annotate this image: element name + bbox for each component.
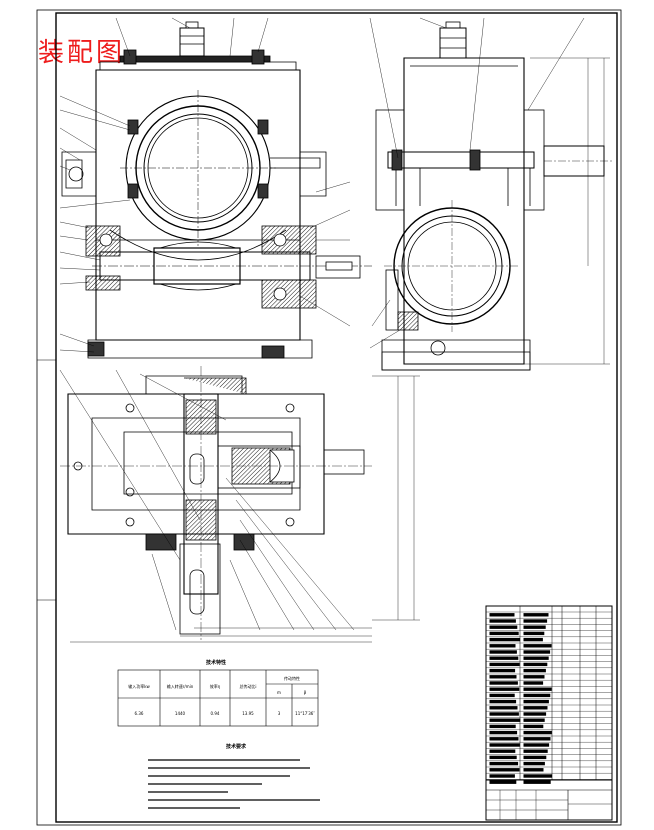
parts-list-row-text (523, 712, 547, 716)
tech-req-caption: 技术要求 (226, 743, 247, 750)
parts-list-row-text (523, 755, 547, 760)
parts-list-row-text (489, 693, 515, 698)
parts-list-row-text (523, 768, 544, 772)
parts-list-row-text (523, 681, 544, 685)
parts-list-row-text (489, 755, 517, 760)
top-view (59, 366, 420, 643)
parts-list-row-text (523, 619, 548, 623)
parts-list-row-text (489, 706, 518, 710)
parts-list-row-text (489, 743, 520, 747)
parts-list-row-text (489, 724, 516, 729)
parts-list-row-text (523, 687, 552, 691)
parts-list-row-text (523, 774, 553, 778)
spec-value-ratio: 13.95 (242, 711, 254, 716)
parts-list-row-text (523, 706, 548, 710)
parts-list-row-text (523, 730, 552, 735)
parts-list-row-text (489, 675, 517, 679)
parts-list-row-text (523, 718, 545, 722)
parts-list-row-text (489, 712, 519, 716)
parts-list-row-text (489, 780, 517, 784)
parts-list-rows (486, 611, 612, 784)
parts-list-row-text (489, 774, 515, 778)
parts-list-row-text (523, 650, 551, 654)
parts-list-row-text (489, 681, 518, 685)
parts-list-row-text (489, 650, 517, 654)
drawing-title: 装配图 (38, 38, 126, 68)
parts-list-row-text (489, 644, 516, 648)
parts-list-row-text (489, 749, 516, 753)
parts-list-row-text (489, 631, 519, 636)
spec-header-efficiency: 效率η (210, 683, 221, 689)
parts-list-row-text (489, 637, 521, 642)
spec-subheader-module: m (277, 690, 281, 695)
spec-value-module: 3 (278, 711, 281, 716)
parts-list-row-text (523, 625, 546, 629)
parts-list-row-text (523, 737, 551, 741)
parts-list-row-text (489, 737, 519, 741)
spec-table: 技术特性 输入功率kw 输入转速r/min 效率η 总传动比i 传动特性 m β… (117, 659, 319, 727)
parts-list-row-text (523, 724, 544, 729)
spec-subheader-helix: β (304, 690, 307, 695)
parts-list-row-text (489, 625, 518, 629)
parts-list-row-text (523, 656, 549, 660)
spec-value-power: 6.36 (135, 711, 144, 716)
parts-list-row-text (523, 693, 551, 698)
spec-header-speed: 输入转速r/min (167, 683, 194, 689)
parts-list-row-text (489, 730, 518, 735)
parts-list-row-text (489, 699, 517, 704)
parts-list-row-text (523, 644, 552, 648)
spec-value-efficiency: 0.94 (211, 711, 220, 716)
parts-list-row-text (489, 662, 520, 667)
spec-header-ratio: 总传动比i (239, 683, 256, 689)
front-view (59, 17, 372, 359)
parts-list-row-text (523, 699, 549, 704)
side-view (369, 17, 612, 371)
parts-list-row-text (489, 687, 520, 691)
parts-list-row-text (523, 749, 548, 753)
parts-list-row-text (523, 631, 545, 636)
technical-requirements: 技术要求 (148, 743, 320, 809)
parts-list-row-text (523, 613, 549, 617)
spec-value-speed: 1440 (175, 711, 186, 716)
parts-list-row-text (523, 761, 545, 766)
parts-list-row-text (523, 668, 546, 673)
spec-value-helix: 11°17′36″ (295, 711, 315, 716)
spec-header-power: 输入功率kw (128, 683, 150, 689)
parts-list-row-text (523, 662, 548, 667)
parts-list-row-text (489, 656, 519, 660)
parts-list-row-text (489, 613, 515, 617)
parts-list-row-text (523, 675, 545, 679)
parts-list-row-text (523, 637, 543, 642)
parts-list-row-text (489, 768, 520, 772)
parts-list-row-text (489, 761, 519, 766)
tech-req-lines (148, 759, 320, 809)
parts-list-row-text (523, 743, 550, 747)
spec-table-caption: 技术特性 (206, 659, 226, 666)
parts-list-row-text (489, 619, 516, 623)
parts-list-row-text (489, 668, 516, 673)
parts-list-row-text (489, 718, 521, 722)
parts-list-title-block (485, 605, 613, 821)
spec-header-transmission: 传动特性 (284, 675, 300, 681)
sheet-border (36, 9, 622, 826)
parts-list-row-text (523, 780, 551, 784)
